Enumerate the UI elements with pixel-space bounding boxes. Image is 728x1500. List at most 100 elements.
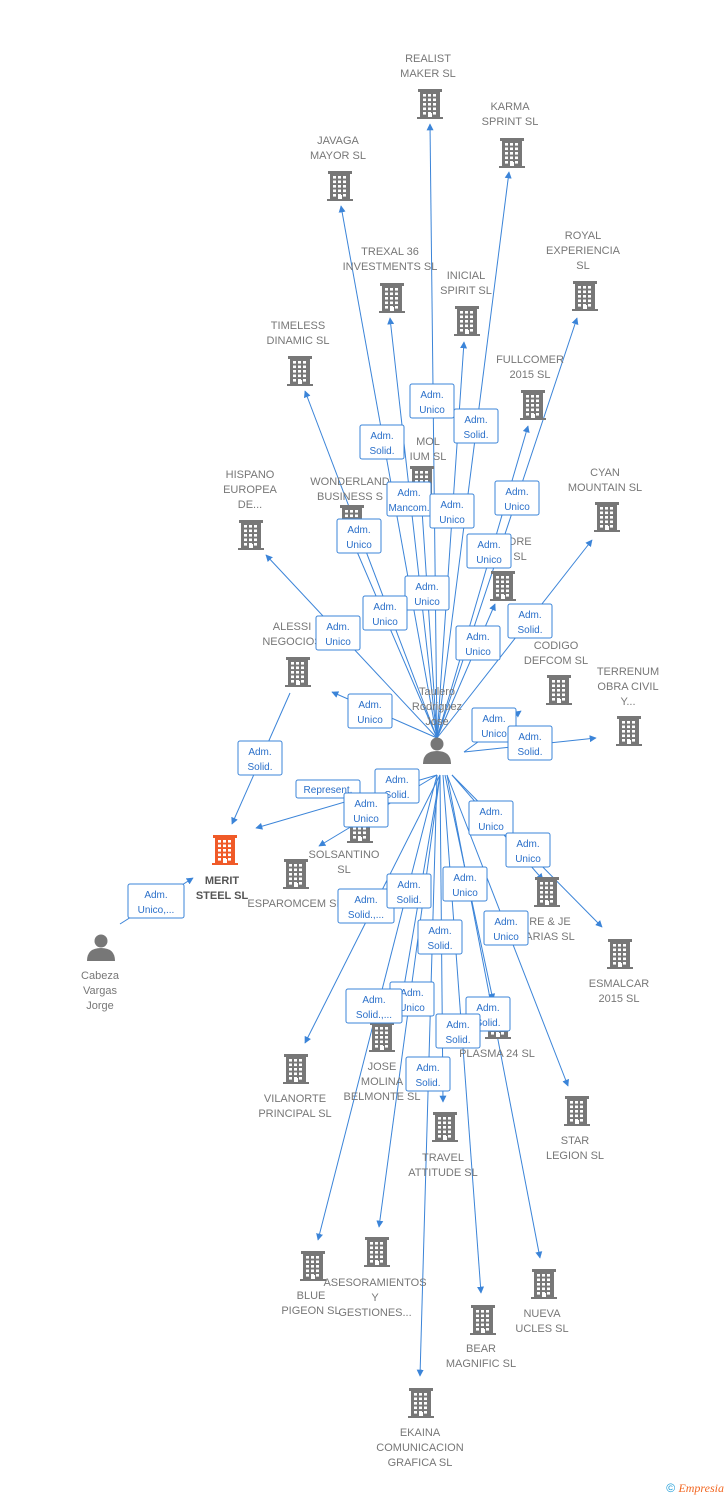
edge-label-l12[interactable]: Adm.Unico [315, 615, 361, 651]
edge-label-l27[interactable]: Adm.Solid. [417, 919, 463, 955]
edge-label-l25[interactable]: Adm.Solid. [386, 873, 432, 909]
edge-label-l24[interactable]: Adm.Unico [442, 866, 488, 902]
edge-label-line: Adm. [494, 917, 517, 928]
edge-label-box [417, 919, 463, 955]
edge-label-l22[interactable]: Adm. Unico [505, 832, 551, 868]
edge-label-l20[interactable]: Adm.Unico [343, 792, 389, 828]
edge-label-l9[interactable]: Adm.Unico [404, 575, 450, 611]
node-label-line: SPRINT SL [482, 116, 539, 128]
edge-label-l33[interactable]: Adm.Unico,... [127, 883, 185, 919]
edge-label-box [442, 866, 488, 902]
edge-label-line: Solid. [445, 1035, 470, 1046]
edge-label-l26[interactable]: Adm.Unico [483, 910, 529, 946]
edge-label-line: Adm. [373, 602, 396, 613]
edge-label-l17[interactable]: Adm.Solid. [237, 740, 283, 776]
edge-label-text: Adm.Unico [476, 540, 502, 566]
edge-label-text: Adm.Unico [465, 632, 491, 658]
building-icon [285, 657, 311, 687]
building-icon [564, 1096, 590, 1126]
building-icon [369, 1022, 395, 1052]
node-label-line: SL [576, 260, 589, 272]
edge-label-box [507, 725, 553, 761]
node-label-line: ATTITUDE SL [408, 1167, 477, 1179]
edge-label-line: Adm. [370, 431, 393, 442]
node-esparomcem[interactable]: ESPAROMCEM SL [247, 859, 343, 910]
edge-label-text: Adm.Unico [353, 799, 379, 825]
edge-label-l13[interactable]: Adm.Unico [455, 625, 501, 661]
edge-label-text: Adm.Unico [325, 622, 351, 648]
edge-label-l6[interactable]: Adm.Unico [494, 480, 540, 516]
edge-label-l5[interactable]: Adm.Unico [429, 493, 475, 529]
edge-label-line: Adm. [516, 839, 539, 850]
relation-edge-8 [436, 425, 530, 739]
edge-label-text: Adm.Unico [493, 917, 519, 943]
footer-brand[interactable]: © Empresia [666, 1481, 724, 1496]
edge-label-l31[interactable]: Adm.Solid. [435, 1013, 481, 1049]
node-label-line: STAR [561, 1135, 590, 1147]
edge-label-line: Unico [515, 854, 541, 865]
edge-label-box [237, 740, 283, 776]
edge-label-l15[interactable]: Adm.Unico [471, 707, 517, 743]
edge-label-l21[interactable]: Adm.Unico [468, 800, 514, 836]
edge-label-l23[interactable]: Adm.Solid.,... [337, 888, 395, 924]
edge-label-line: Adm. [464, 415, 487, 426]
edge-label-box [507, 603, 553, 639]
edge-label-box [343, 792, 389, 828]
building-icon [379, 283, 405, 313]
edge-label-l1[interactable]: Adm.Unico [409, 383, 455, 419]
edge-label-l11[interactable]: Adm.Solid. [507, 603, 553, 639]
edge-label-l10[interactable]: Adm.Unico [362, 595, 408, 631]
copyright-symbol: © [666, 1481, 676, 1495]
edge-label-text: Adm.Unico [419, 390, 445, 416]
node-label-line: EKAINA [400, 1427, 441, 1439]
edge-label-l8[interactable]: Adm.Unico [466, 533, 512, 569]
node-label-line: DINAMIC SL [267, 335, 330, 347]
edge-label-box [466, 533, 512, 569]
edge-label-l16[interactable]: Adm.Solid. [507, 725, 553, 761]
node-label-line: 2015 SL [599, 993, 640, 1005]
edge-label-l32[interactable]: Adm.Solid. [405, 1056, 451, 1092]
edge-label-line: Adm. [144, 890, 167, 901]
edge-label-l7[interactable]: Adm.Unico [336, 518, 382, 554]
node-label-line: SL [513, 551, 526, 563]
node-label-line: INICIAL [447, 270, 486, 282]
edge-label-l3[interactable]: Adm.Solid. [359, 424, 405, 460]
edge-label-l29[interactable]: Adm.Solid.,... [345, 988, 403, 1024]
edge-label-l2[interactable]: Adm.Solid. [453, 408, 499, 444]
edge-label-l4[interactable]: Adm.Mancom. [386, 481, 432, 517]
edge-label-l14[interactable]: Adm.Unico [347, 693, 393, 729]
